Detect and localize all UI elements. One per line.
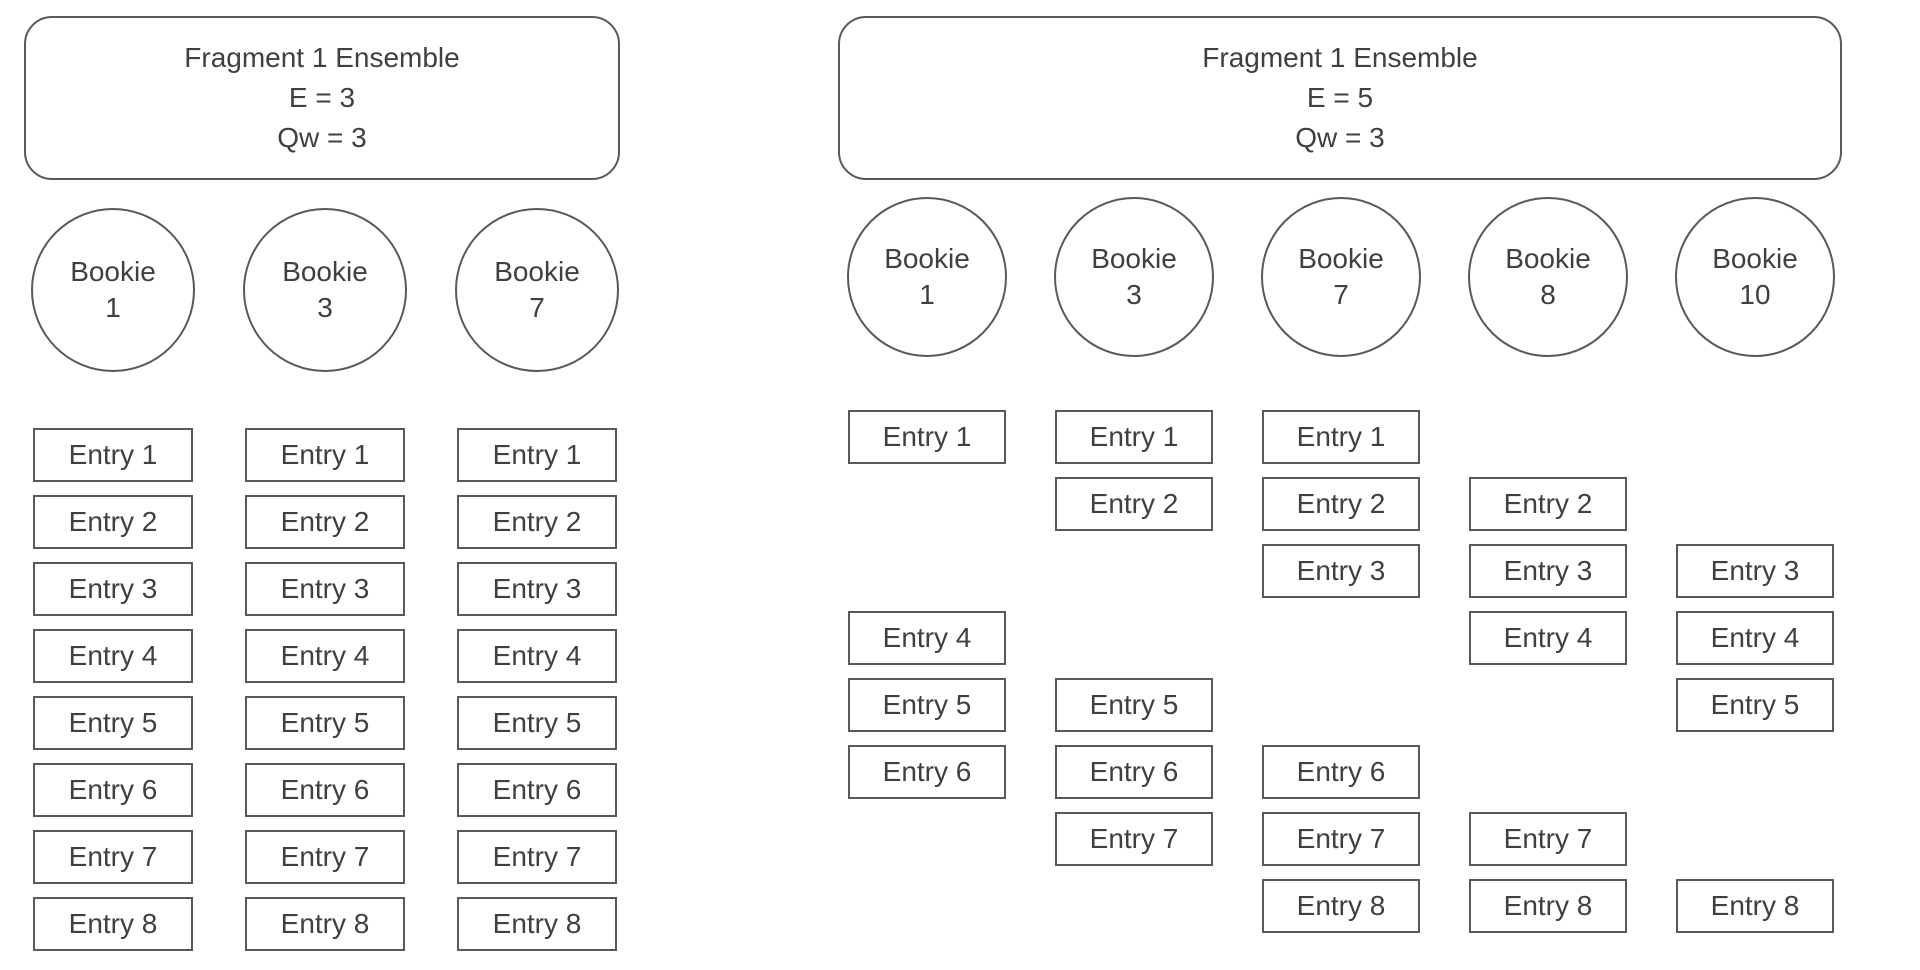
entry-box: Entry 1: [457, 428, 617, 482]
entry-box: Entry 2: [1469, 477, 1627, 531]
bookie-node: Bookie 7: [455, 208, 619, 372]
entry-box: Entry 3: [1262, 544, 1420, 598]
entries-grid-left: Entry 1 Entry 2 Entry 3 Entry 4 Entry 5 …: [33, 428, 617, 951]
entry-box: Entry 5: [848, 678, 1006, 732]
bookie-node: Bookie 3: [1054, 197, 1214, 357]
bookie-name: Bookie: [1712, 243, 1798, 274]
ensemble-size-label: E = 5: [1306, 82, 1374, 113]
entry-box: Entry 3: [457, 562, 617, 616]
entry-box: Entry 8: [1469, 879, 1627, 933]
bookie-name: Bookie: [1091, 243, 1177, 274]
entry-box: Entry 2: [457, 495, 617, 549]
ensemble-title: Fragment 1 Ensemble: [1202, 42, 1478, 73]
bookie-name: Bookie: [884, 243, 970, 274]
write-quorum-label: Qw = 3: [1295, 122, 1385, 153]
entry-box: Entry 1: [1262, 410, 1420, 464]
entry-box: Entry 3: [33, 562, 193, 616]
entry-box: Entry 7: [457, 830, 617, 884]
ensemble-size-label: E = 3: [288, 82, 356, 113]
bookie-node: Bookie 7: [1261, 197, 1421, 357]
bookie-id: 10: [1739, 279, 1771, 310]
entry-box: Entry 2: [1262, 477, 1420, 531]
entry-box: Entry 7: [1055, 812, 1213, 866]
bookie-id: 3: [317, 292, 333, 323]
entry-box: Entry 3: [1676, 544, 1834, 598]
entry-box: Entry 8: [1676, 879, 1834, 933]
entry-box: Entry 4: [1676, 611, 1834, 665]
entry-box: Entry 4: [245, 629, 405, 683]
entry-box: Entry 6: [1055, 745, 1213, 799]
entry-box: Entry 5: [33, 696, 193, 750]
entry-box: Entry 6: [848, 745, 1006, 799]
entry-box: Entry 5: [245, 696, 405, 750]
bookie-name: Bookie: [70, 256, 156, 287]
bookie-name: Bookie: [1298, 243, 1384, 274]
entry-box: Entry 1: [1055, 410, 1213, 464]
entry-box: Entry 1: [33, 428, 193, 482]
write-quorum-label: Qw = 3: [277, 122, 367, 153]
bookie-node: Bookie 3: [243, 208, 407, 372]
bookie-id: 8: [1540, 279, 1556, 310]
bookie-node: Bookie 8: [1468, 197, 1628, 357]
bookie-id: 7: [1333, 279, 1349, 310]
ensemble-header-box: Fragment 1 Ensemble E = 3 Qw = 3: [24, 16, 620, 180]
entry-box: Entry 5: [1676, 678, 1834, 732]
entry-box: Entry 4: [1469, 611, 1627, 665]
bookie-name: Bookie: [1505, 243, 1591, 274]
entry-box: Entry 4: [457, 629, 617, 683]
entry-box: Entry 6: [457, 763, 617, 817]
entry-box: Entry 8: [33, 897, 193, 951]
entry-box: Entry 7: [1262, 812, 1420, 866]
bookie-name: Bookie: [494, 256, 580, 287]
entry-box: Entry 2: [1055, 477, 1213, 531]
entry-box: Entry 8: [457, 897, 617, 951]
bookie-node: Bookie 10: [1675, 197, 1835, 357]
entry-box: Entry 8: [245, 897, 405, 951]
ensemble-header-box: Fragment 1 Ensemble E = 5 Qw = 3: [838, 16, 1842, 180]
entry-box: Entry 3: [1469, 544, 1627, 598]
entry-box: Entry 2: [33, 495, 193, 549]
entry-box: Entry 2: [245, 495, 405, 549]
entry-box: Entry 7: [1469, 812, 1627, 866]
entry-box: Entry 5: [457, 696, 617, 750]
entry-box: Entry 3: [245, 562, 405, 616]
entry-box: Entry 5: [1055, 678, 1213, 732]
bookie-id: 7: [529, 292, 545, 323]
entry-box: Entry 4: [33, 629, 193, 683]
bookie-id: 1: [919, 279, 935, 310]
bookie-id: 1: [105, 292, 121, 323]
entry-box: Entry 6: [33, 763, 193, 817]
entry-box: Entry 6: [245, 763, 405, 817]
entry-box: Entry 8: [1262, 879, 1420, 933]
entry-box: Entry 7: [245, 830, 405, 884]
bookie-id: 3: [1126, 279, 1142, 310]
bookie-node: Bookie 1: [31, 208, 195, 372]
entry-box: Entry 4: [848, 611, 1006, 665]
entry-box: Entry 7: [33, 830, 193, 884]
entry-box: Entry 1: [848, 410, 1006, 464]
entries-grid-right: Entry 1 Entry 4 Entry 5 Entry 6 Entry 1 …: [848, 410, 1834, 933]
entry-box: Entry 6: [1262, 745, 1420, 799]
ensemble-title: Fragment 1 Ensemble: [184, 42, 460, 73]
entry-box: Entry 1: [245, 428, 405, 482]
bookie-name: Bookie: [282, 256, 368, 287]
bookie-node: Bookie 1: [847, 197, 1007, 357]
